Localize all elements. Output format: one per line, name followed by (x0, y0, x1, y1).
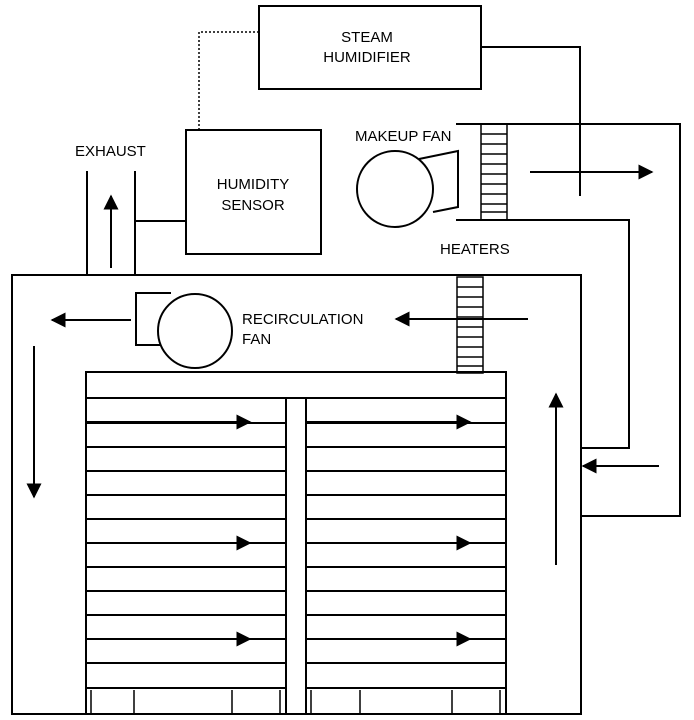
lumber-stack-left (86, 398, 287, 714)
heaters-label: HEATERS (440, 241, 510, 258)
makeup-fan: MAKEUP FAN (355, 128, 459, 228)
makeup-fan-label: MAKEUP FAN (355, 128, 451, 145)
steam-humidifier: STEAM HUMIDIFIER (258, 5, 482, 90)
makeup-duct (456, 123, 681, 517)
recirculation-fan-label-line1: RECIRCULATION (242, 311, 363, 328)
control-signal-line (198, 31, 259, 130)
kiln-chamber (11, 274, 582, 715)
recirculation-fan-label-line2: FAN (242, 331, 271, 348)
exhaust-label: EXHAUST (75, 143, 146, 160)
recirculation-fan: RECIRCULATION FAN (135, 292, 363, 369)
humidity-sensor-label-line2: SENSOR (221, 197, 285, 214)
upper-heater (480, 123, 508, 221)
steam-supply-line (481, 46, 581, 196)
lumber-stack-right (305, 398, 506, 714)
lower-heater (456, 276, 484, 374)
exhaust-stack: EXHAUST (75, 143, 186, 275)
steam-humidifier-label-line2: HUMIDIFIER (323, 49, 411, 66)
lumber-stacks (85, 371, 507, 714)
steam-humidifier-label-line1: STEAM (341, 29, 393, 46)
humidity-sensor-label-line1: HUMIDITY (217, 176, 290, 193)
humidity-sensor: HUMIDITY SENSOR (185, 129, 322, 255)
